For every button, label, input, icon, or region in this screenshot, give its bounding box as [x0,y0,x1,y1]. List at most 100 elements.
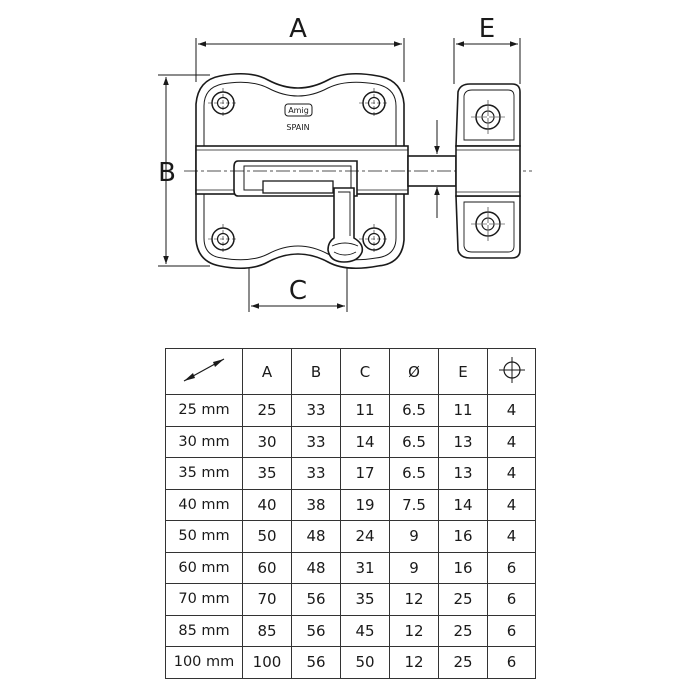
cell-holes: 6 [487,646,536,679]
dimension-c-label: C [289,276,307,306]
cell-b: 33 [291,394,341,427]
corner-cell [165,348,243,395]
cell-a: 25 [242,394,292,427]
cell-b: 56 [291,614,341,647]
cell-d: 6.5 [389,394,439,427]
keeper-screw-holes [471,100,505,241]
header-diameter: Ø [389,348,439,395]
cell-holes: 6 [487,614,536,647]
cell-c: 45 [340,614,390,647]
cell-b: 48 [291,520,341,553]
header-e: E [438,348,488,395]
cell-d: 7.5 [389,488,439,521]
origin-mark: SPAIN [286,123,309,132]
cell-d: 6.5 [389,457,439,490]
cell-a: 40 [242,488,292,521]
screw-hole-icon [359,224,389,254]
cell-holes: 4 [487,520,536,553]
cell-holes: 4 [487,425,536,458]
dimension-e-label: E [479,14,495,44]
cell-size: 85 mm [165,614,243,647]
cell-size: 100 mm [165,646,243,679]
svg-text:Amig: Amig [288,106,309,115]
cell-holes: 4 [487,488,536,521]
cell-c: 19 [340,488,390,521]
diagonal-arrow-icon [183,357,225,382]
cell-a: 30 [242,425,292,458]
cell-c: 24 [340,520,390,553]
cell-e: 25 [438,583,488,616]
barrel-bolt-technical-drawing: A B C E Ø [158,14,532,312]
screw-hole-icon [208,224,238,254]
cell-size: 30 mm [165,425,243,458]
dimension-b [158,74,210,267]
bolt-slot [233,160,358,197]
header-b: B [291,348,341,395]
cell-e: 25 [438,614,488,647]
cell-d: 6.5 [389,425,439,458]
plate-screw-holes [208,88,389,254]
cell-c: 14 [340,425,390,458]
header-a: A [242,348,292,395]
cell-e: 16 [438,520,488,553]
dimension-e [453,38,521,84]
cell-b: 33 [291,425,341,458]
header-holes [487,348,536,395]
cell-c: 17 [340,457,390,490]
cell-d: 12 [389,583,439,616]
cell-holes: 6 [487,551,536,584]
cell-e: 11 [438,394,488,427]
cell-size: 50 mm [165,520,243,553]
cell-e: 14 [438,488,488,521]
table-header-row: A B C Ø E [165,348,536,395]
cell-d: 12 [389,614,439,647]
cell-b: 56 [291,646,341,679]
cell-b: 38 [291,488,341,521]
dimension-a-label: A [289,14,307,44]
cell-size: 25 mm [165,394,243,427]
cell-size: 40 mm [165,488,243,521]
cell-holes: 4 [487,457,536,490]
cell-a: 60 [242,551,292,584]
cell-a: 70 [242,583,292,616]
screw-hole-icon [471,207,505,241]
cell-e: 25 [438,646,488,679]
cell-d: 9 [389,520,439,553]
cell-holes: 4 [487,394,536,427]
cell-e: 13 [438,425,488,458]
crosshair-hole-icon [498,356,525,383]
dimension-b-label: B [158,158,176,188]
cell-d: 12 [389,646,439,679]
cell-e: 16 [438,551,488,584]
cell-b: 48 [291,551,341,584]
cell-c: 50 [340,646,390,679]
cell-c: 11 [340,394,390,427]
cell-a: 50 [242,520,292,553]
screw-hole-icon [471,100,505,134]
cell-size: 70 mm [165,583,243,616]
cell-b: 33 [291,457,341,490]
cell-e: 13 [438,457,488,490]
header-c: C [340,348,390,395]
cell-a: 35 [242,457,292,490]
cell-a: 85 [242,614,292,647]
cell-b: 56 [291,583,341,616]
screw-hole-icon [208,88,238,118]
brand-logo: Amig [284,103,313,117]
cell-c: 31 [340,551,390,584]
cell-size: 60 mm [165,551,243,584]
screw-hole-icon [359,88,389,118]
cell-a: 100 [242,646,292,679]
cell-c: 35 [340,583,390,616]
cell-holes: 6 [487,583,536,616]
